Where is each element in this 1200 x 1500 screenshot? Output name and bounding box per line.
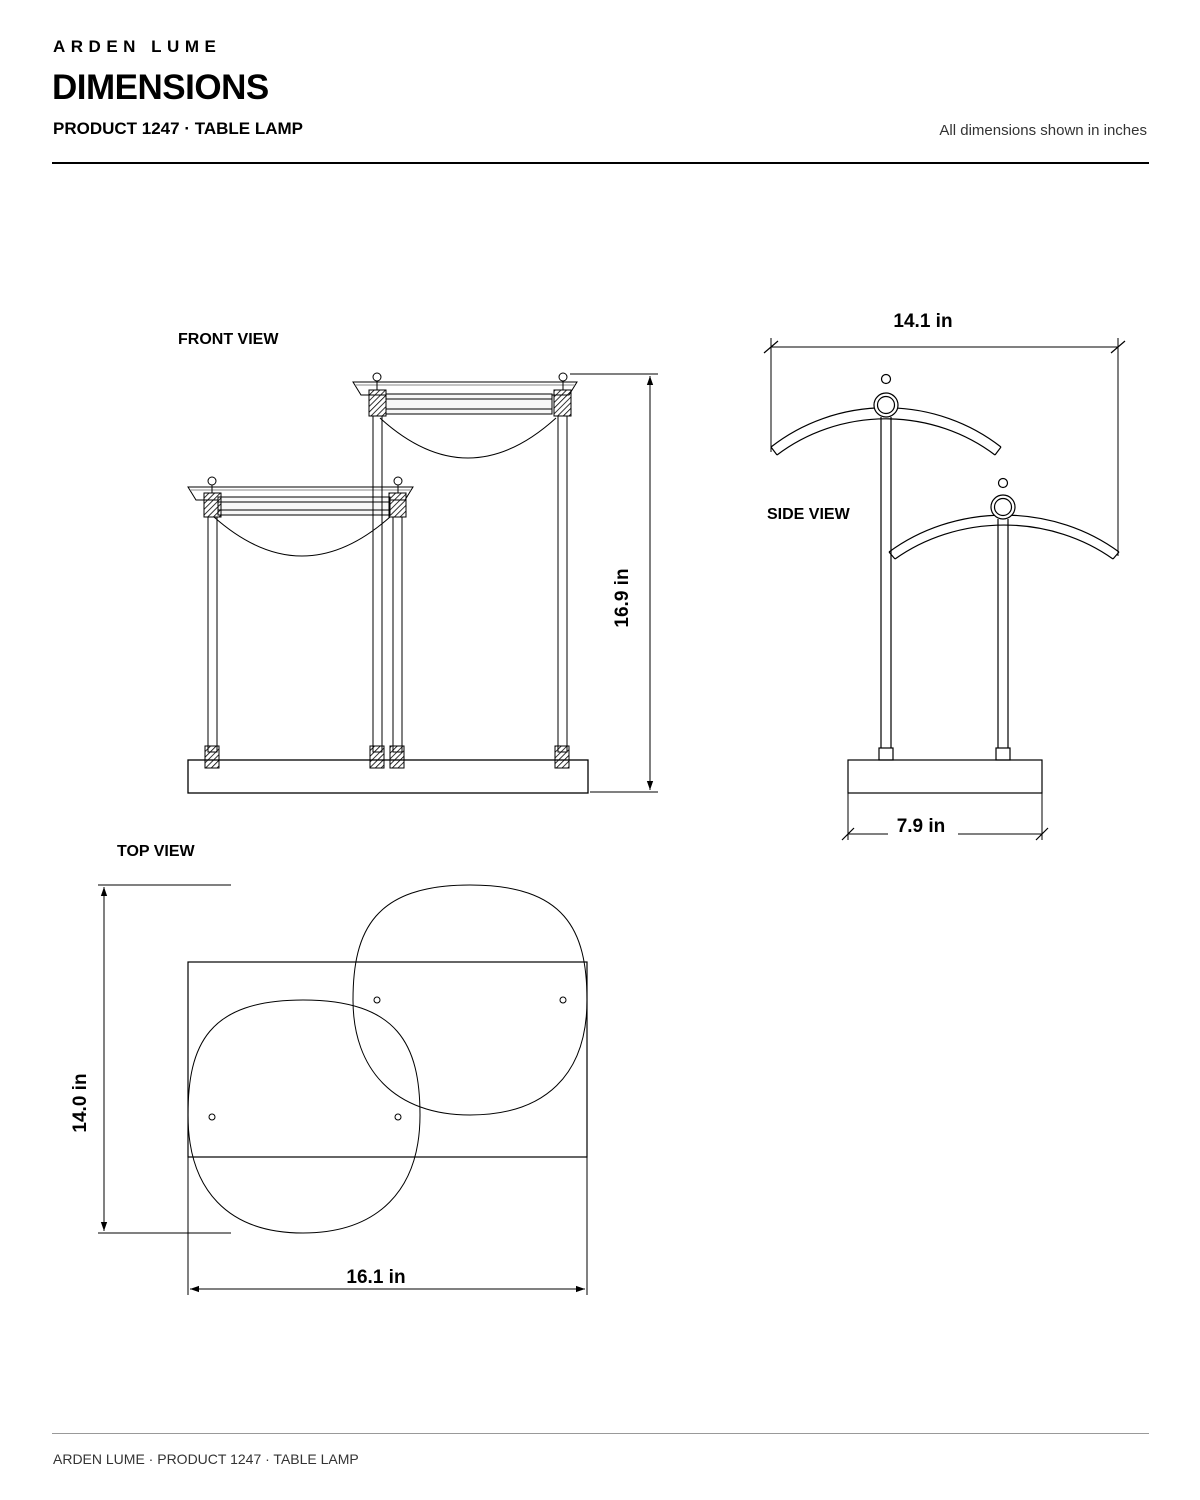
footer-divider [52, 1433, 1149, 1434]
short-lamp-side [888, 477, 1120, 761]
post-hole [208, 1113, 216, 1121]
front-height-dimension: 16.9 in [570, 373, 658, 793]
tall-lamp-front [352, 372, 578, 769]
post-hole [559, 996, 567, 1004]
top-depth-dimension: 14.0 in [70, 884, 231, 1234]
top-width-dimension: 16.1 in [187, 1157, 588, 1295]
front-height-value: 16.9 in [612, 568, 633, 627]
page-title: DIMENSIONS [52, 68, 269, 107]
post-hole [394, 1113, 402, 1121]
front-view: FRONT VIEW [178, 331, 658, 794]
header-divider [52, 162, 1149, 164]
small-lamp-front [187, 476, 414, 769]
top-view: TOP VIEW 14.0 in 16.1 in [70, 843, 588, 1295]
post-hole [373, 996, 381, 1004]
top-base-outline [187, 961, 588, 1158]
short-shade-top [187, 999, 421, 1234]
side-width-dimension: 14.1 in [763, 311, 1126, 556]
lamp-base [187, 759, 589, 794]
product-subtitle: PRODUCT 1247 · TABLE LAMP [53, 119, 303, 138]
units-note: All dimensions shown in inches [939, 122, 1147, 139]
top-view-label: TOP VIEW [117, 843, 196, 860]
side-base-dimension: 7.9 in [841, 793, 1049, 841]
side-base [847, 759, 1043, 794]
brand-name: ARDEN LUME [53, 37, 222, 56]
front-view-label: FRONT VIEW [178, 331, 279, 348]
side-view: SIDE VIEW 14.1 in [763, 311, 1126, 841]
top-width-value: 16.1 in [346, 1267, 405, 1288]
top-depth-value: 14.0 in [70, 1073, 91, 1132]
side-base-value: 7.9 in [897, 816, 946, 837]
footer-text: ARDEN LUME · PRODUCT 1247 · TABLE LAMP [53, 1451, 359, 1467]
side-view-label: SIDE VIEW [767, 506, 851, 523]
tall-lamp-side [770, 373, 1002, 761]
tall-shade-top [352, 884, 588, 1116]
side-width-value: 14.1 in [893, 311, 952, 332]
